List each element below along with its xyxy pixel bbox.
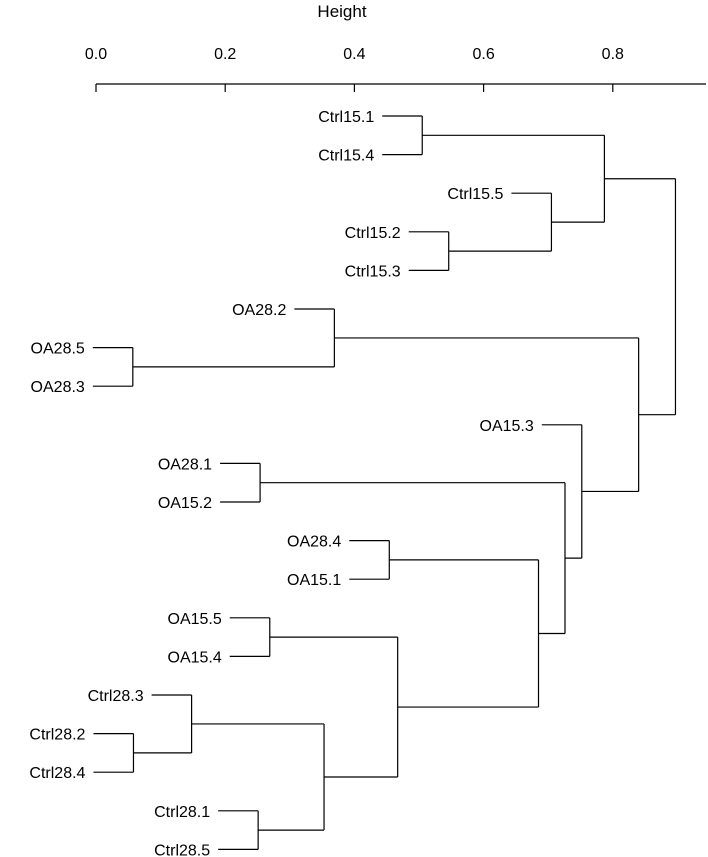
leaf-label: OA15.3 [480, 418, 534, 435]
axis-tick-label: 0.0 [85, 46, 107, 63]
axis-title: Height [317, 2, 366, 21]
leaf-label: Ctrl28.5 [154, 842, 210, 857]
leaf-label: Ctrl15.3 [345, 263, 401, 280]
leaf-label: OA28.5 [31, 341, 85, 358]
leaf-label: Ctrl28.4 [29, 765, 85, 782]
dendrogram-branches [92, 115, 677, 851]
leaf-label: OA28.1 [158, 456, 212, 473]
leaf-label: Ctrl15.4 [318, 148, 374, 165]
leaf-label: Ctrl28.1 [154, 804, 210, 821]
leaf-labels: Ctrl15.1Ctrl15.4Ctrl15.5Ctrl15.2Ctrl15.3… [29, 109, 533, 857]
height-axis: Height 0.0 0.2 0.4 0.6 0.8 [85, 2, 706, 92]
axis-tick-label: 0.6 [472, 46, 494, 63]
axis-tick-label: 0.8 [602, 46, 624, 63]
leaf-label: OA28.2 [232, 302, 286, 319]
leaf-label: Ctrl15.5 [447, 186, 503, 203]
leaf-label: OA15.5 [168, 611, 222, 628]
leaf-label: OA28.4 [287, 534, 341, 551]
axis-tick-label: 0.4 [343, 46, 365, 63]
axis-tick-label: 0.2 [214, 46, 236, 63]
axis-ticks: 0.0 0.2 0.4 0.6 0.8 [85, 46, 624, 92]
leaf-label: OA15.1 [287, 572, 341, 589]
leaf-label: Ctrl15.1 [318, 109, 374, 126]
leaf-label: Ctrl28.3 [88, 688, 144, 705]
leaf-label: Ctrl28.2 [29, 727, 85, 744]
leaf-label: OA15.2 [158, 495, 212, 512]
leaf-label: Ctrl15.2 [345, 225, 401, 242]
leaf-label: OA15.4 [168, 649, 222, 666]
leaf-label: OA28.3 [31, 379, 85, 396]
